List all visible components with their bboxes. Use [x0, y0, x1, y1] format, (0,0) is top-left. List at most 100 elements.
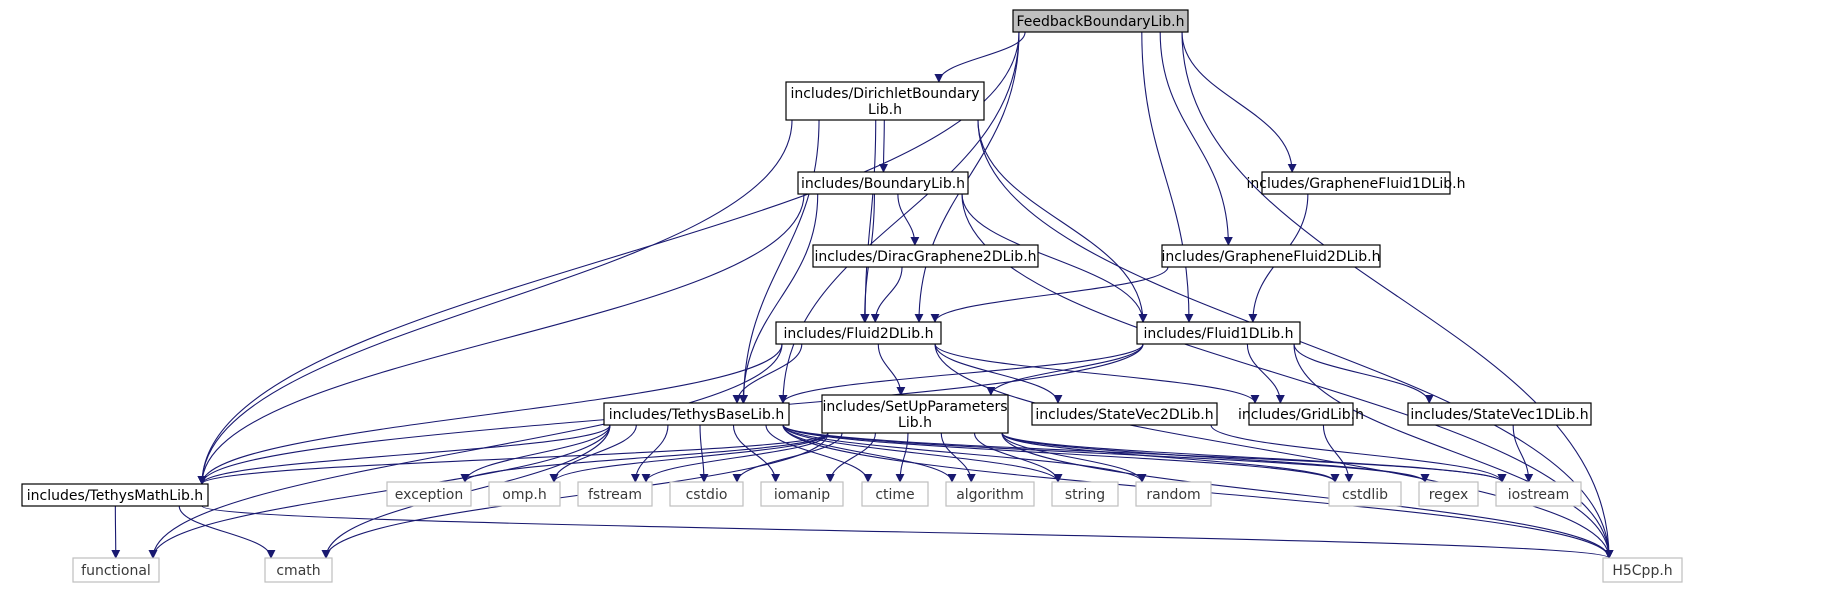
- node-setup-label: includes/SetUpParameters: [823, 399, 1008, 415]
- edge-tethysbase-to-tethysmath: [197, 424, 611, 485]
- node-algorithm[interactable]: algorithm: [945, 481, 1035, 507]
- edge-fluid1d-to-setup: [986, 343, 1144, 396]
- edge-statevec2d-to-iostream: [1210, 424, 1507, 483]
- node-dirac2d-box: [812, 244, 1039, 268]
- edge-setup-to-algorithm: [940, 432, 976, 483]
- node-iostream-label: iostream: [1508, 487, 1570, 503]
- node-random-label: random: [1146, 487, 1200, 503]
- edge-dirichlet-to-fluid2d: [860, 119, 877, 323]
- node-boundary-box: [797, 171, 969, 195]
- node-grid-label: includes/GridLib.h: [1238, 407, 1364, 423]
- node-statevec1d-box: [1407, 402, 1592, 426]
- edge-tethysbase-to-fstream: [630, 424, 669, 483]
- node-fluid2d[interactable]: includes/Fluid2DLib.h: [775, 321, 942, 345]
- node-statevec1d[interactable]: includes/StateVec1DLib.h: [1407, 402, 1592, 426]
- node-exception[interactable]: exception: [386, 481, 472, 507]
- edge-tethysbase-to-functional: [148, 424, 611, 559]
- edge-fluid2d-to-h5cpp: [934, 343, 1614, 559]
- edge-boundary-to-fluid1d: [961, 193, 1148, 323]
- edge-dirichlet-to-tethysmath: [197, 119, 793, 485]
- node-cstdio[interactable]: cstdio: [669, 481, 744, 507]
- node-graphene2d[interactable]: includes/GrapheneFluid2DLib.h: [1161, 244, 1381, 268]
- edge-boundary-to-tethysmath: [197, 193, 805, 485]
- edge-setup-to-exception: [460, 432, 829, 483]
- node-statevec1d-label: includes/StateVec1DLib.h: [1410, 407, 1588, 423]
- node-cmath[interactable]: cmath: [264, 557, 333, 583]
- node-fluid2d-label: includes/Fluid2DLib.h: [784, 326, 934, 342]
- node-root-label: FeedbackBoundaryLib.h: [1017, 14, 1185, 30]
- node-setup-label: Lib.h: [898, 415, 932, 431]
- node-graphene2d-box: [1161, 244, 1381, 268]
- node-ctime-box: [861, 481, 929, 507]
- node-statevec2d-box: [1031, 402, 1218, 426]
- node-exception-box: [386, 481, 472, 507]
- edge-setup-to-tethysmath: [197, 432, 829, 485]
- node-grid[interactable]: includes/GridLib.h: [1238, 402, 1364, 426]
- node-dirac2d[interactable]: includes/DiracGraphene2DLib.h: [812, 244, 1039, 268]
- node-fstream-box: [577, 481, 653, 507]
- edge-tethysbase-to-string: [782, 424, 1063, 483]
- node-tethysbase-label: includes/TethysBaseLib.h: [609, 407, 784, 423]
- nodes-layer: FeedbackBoundaryLib.h includes/DirichletB…: [21, 9, 1683, 583]
- node-graphene1d[interactable]: includes/GrapheneFluid1DLib.h: [1247, 171, 1466, 195]
- node-statevec2d[interactable]: includes/StateVec2DLib.h: [1031, 402, 1218, 426]
- edge-fluid2d-to-functional: [148, 343, 783, 559]
- node-algorithm-label: algorithm: [956, 487, 1024, 503]
- edge-graphene2d-to-fluid2d: [930, 266, 1169, 323]
- node-omp[interactable]: omp.h: [488, 481, 561, 507]
- node-string-label: string: [1065, 487, 1105, 503]
- node-fluid1d[interactable]: includes/Fluid1DLib.h: [1136, 321, 1301, 345]
- edge-root-to-graphene1d: [1181, 31, 1297, 173]
- node-graphene2d-label: includes/GrapheneFluid2DLib.h: [1162, 249, 1381, 265]
- edge-dirichlet-to-tethysbase: [739, 119, 820, 404]
- node-cstdlib-box: [1328, 481, 1402, 507]
- edge-root-to-dirichlet: [934, 31, 1026, 83]
- node-cmath-box: [264, 557, 333, 583]
- node-dirichlet-label: includes/DirichletBoundary: [790, 86, 979, 102]
- node-root[interactable]: FeedbackBoundaryLib.h: [1012, 9, 1189, 33]
- edge-dirac2d-to-fluid2d: [870, 266, 903, 323]
- node-cstdlib-label: cstdlib: [1342, 487, 1388, 503]
- node-tethysmath-label: includes/TethysMathLib.h: [27, 488, 203, 504]
- node-iomanip[interactable]: iomanip: [760, 481, 844, 507]
- edge-setup-to-iomanip: [825, 432, 876, 483]
- node-functional[interactable]: functional: [72, 557, 160, 583]
- edge-tethysmath-to-cmath: [178, 505, 276, 559]
- edge-fluid1d-to-grid: [1246, 343, 1285, 404]
- edge-tethysbase-to-iomanip: [732, 424, 781, 483]
- node-boundary[interactable]: includes/BoundaryLib.h: [797, 171, 969, 195]
- node-fstream[interactable]: fstream: [577, 481, 653, 507]
- node-algorithm-box: [945, 481, 1035, 507]
- edge-tethysmath-to-h5cpp: [201, 505, 1614, 559]
- node-regex-box: [1418, 481, 1479, 507]
- edge-grid-to-cstdlib: [1322, 424, 1354, 483]
- node-grid-box: [1248, 402, 1354, 426]
- edge-setup-to-string: [973, 432, 1063, 483]
- edge-root-to-graphene2d: [1159, 31, 1233, 246]
- node-random[interactable]: random: [1135, 481, 1212, 507]
- node-string-box: [1051, 481, 1119, 507]
- node-cmath-label: cmath: [276, 563, 320, 579]
- node-tethysmath[interactable]: includes/TethysMathLib.h: [21, 483, 209, 507]
- edge-tethysbase-to-exception: [460, 424, 611, 483]
- node-h5cpp[interactable]: H5Cpp.h: [1602, 557, 1683, 583]
- node-iostream[interactable]: iostream: [1495, 481, 1582, 507]
- node-cstdlib[interactable]: cstdlib: [1328, 481, 1402, 507]
- node-ctime[interactable]: ctime: [861, 481, 929, 507]
- node-dirichlet-box: [785, 81, 985, 121]
- edge-boundary-to-dirac2d: [897, 193, 920, 246]
- node-graphene1d-box: [1261, 171, 1451, 195]
- edge-setup-to-regex: [1001, 432, 1430, 483]
- node-tethysbase[interactable]: includes/TethysBaseLib.h: [603, 402, 790, 426]
- node-string[interactable]: string: [1051, 481, 1119, 507]
- node-functional-label: functional: [81, 563, 151, 579]
- node-fluid1d-box: [1136, 321, 1301, 345]
- node-omp-box: [488, 481, 561, 507]
- node-tethysbase-box: [603, 402, 790, 426]
- edge-fluid2d-to-tethysbase: [732, 343, 803, 404]
- edge-fluid1d-to-tethysbase: [778, 343, 1144, 404]
- node-regex[interactable]: regex: [1418, 481, 1479, 507]
